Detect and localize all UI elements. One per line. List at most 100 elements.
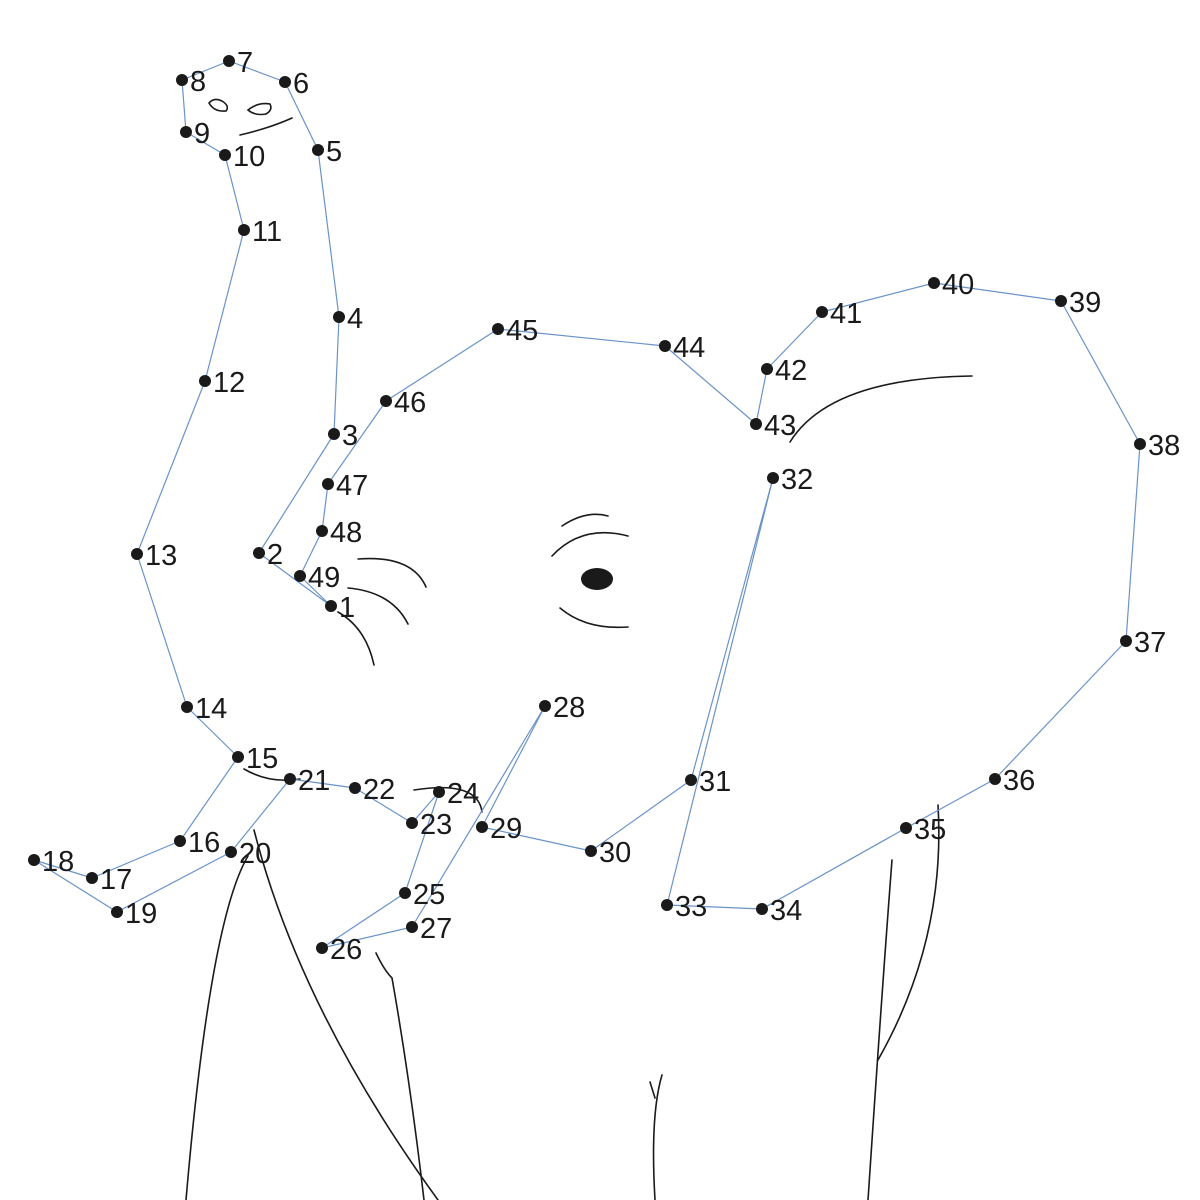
connector-line-24-to-25 (404, 791, 440, 894)
dot-31: 31 (685, 766, 731, 798)
dot-6: 6 (279, 68, 309, 100)
dot-number-label: 25 (413, 879, 445, 911)
dot-number-label: 4 (347, 303, 363, 335)
dot-number-label: 6 (293, 68, 309, 100)
dot-28: 28 (539, 692, 585, 724)
connector-line-10-to-11 (224, 154, 245, 231)
trunk-tip-crease (239, 117, 293, 136)
dot-5: 5 (312, 136, 342, 168)
dot-marker (238, 224, 250, 236)
dot-3: 3 (328, 420, 358, 452)
dot-marker (433, 786, 445, 798)
dot-number-label: 35 (914, 814, 946, 846)
dot-number-label: 17 (100, 864, 132, 896)
connector-line-13-to-14 (136, 553, 188, 708)
eye-lower-wrinkle (559, 607, 629, 629)
dot-marker (476, 821, 488, 833)
dot-number-label: 38 (1148, 430, 1180, 462)
dot-number-label: 16 (188, 827, 220, 859)
dot-number-label: 26 (330, 934, 362, 966)
dot-number-label: 36 (1003, 765, 1035, 797)
dot-number-label: 32 (781, 464, 813, 496)
connector-line-1-to-2 (258, 552, 332, 607)
dot-35: 35 (900, 814, 946, 846)
dot-marker (492, 323, 504, 335)
dot-number-label: 47 (336, 470, 368, 502)
dot-marker (539, 700, 551, 712)
connector-line-7-to-8 (181, 60, 230, 81)
dot-number-label: 22 (363, 774, 395, 806)
dot-number-label: 29 (490, 813, 522, 845)
elephant-sketch-lines (185, 98, 973, 1200)
dot-8: 8 (176, 66, 206, 98)
connector-line-31-to-32 (690, 477, 774, 781)
dot-2: 2 (253, 539, 283, 571)
connector-line-14-to-15 (186, 706, 239, 758)
connector-line-27-to-28 (411, 705, 546, 928)
dot-marker (312, 144, 324, 156)
connector-line-18-to-19 (33, 859, 118, 913)
dot-marker (223, 55, 235, 67)
dot-number-label: 8 (190, 66, 206, 98)
dot-number-label: 10 (233, 141, 265, 173)
dot-48: 48 (316, 517, 362, 549)
dot-number-label: 44 (673, 332, 705, 364)
connector-line-37-to-38 (1125, 443, 1141, 642)
connector-line-5-to-6 (284, 81, 319, 151)
dot-41: 41 (816, 298, 862, 330)
dot-39: 39 (1055, 287, 1101, 319)
dot-number-label: 9 (194, 118, 210, 150)
dot-marker (253, 547, 265, 559)
dot-marker (900, 822, 912, 834)
dot-36: 36 (989, 765, 1035, 797)
dot-marker (284, 773, 296, 785)
dot-number-label: 19 (125, 898, 157, 930)
dot-number-label: 2 (267, 539, 283, 571)
dot-marker (219, 149, 231, 161)
dot-number-label: 39 (1069, 287, 1101, 319)
dot-marker (225, 846, 237, 858)
dot-13: 13 (131, 540, 177, 572)
dot-number-label: 27 (420, 913, 452, 945)
connector-line-21-to-22 (289, 778, 356, 789)
dot-marker (685, 774, 697, 786)
dot-15: 15 (232, 743, 278, 775)
dot-27: 27 (406, 913, 452, 945)
dot-number-label: 46 (394, 387, 426, 419)
dot-number-label: 12 (213, 367, 245, 399)
connector-line-34-to-35 (761, 827, 907, 910)
dot-marker (349, 782, 361, 794)
dot-number-label: 42 (775, 355, 807, 387)
dot-19: 19 (111, 898, 157, 930)
dot-number-label: 1 (339, 592, 355, 624)
dot-marker (659, 340, 671, 352)
dot-marker (174, 835, 186, 847)
eyebrow-lower (551, 531, 629, 557)
dot-marker (316, 942, 328, 954)
connector-line-11-to-12 (204, 229, 245, 382)
dot-marker (406, 817, 418, 829)
dot-number-label: 45 (506, 315, 538, 347)
dot-marker (661, 899, 673, 911)
connector-line-32-to-33 (666, 477, 774, 906)
dot-marker (761, 363, 773, 375)
belly-line-left (652, 1074, 663, 1200)
dot-number-label: 15 (246, 743, 278, 775)
dot-marker (176, 74, 188, 86)
dot-32: 32 (767, 464, 813, 496)
front-leg-right-toe (375, 952, 425, 1200)
dot-marker (232, 751, 244, 763)
dot-number-label: 49 (308, 562, 340, 594)
connector-line-8-to-9 (181, 79, 187, 133)
dot-marker (28, 854, 40, 866)
connector-line-42-to-43 (755, 368, 768, 425)
connector-line-48-to-49 (299, 530, 323, 577)
connector-line-3-to-4 (333, 316, 340, 435)
dot-number-label: 20 (239, 838, 271, 870)
dot-marker (316, 525, 328, 537)
dot-23: 23 (406, 809, 452, 841)
dot-10: 10 (219, 141, 265, 173)
dot-number-label: 14 (195, 693, 227, 725)
dot-marker (816, 306, 828, 318)
